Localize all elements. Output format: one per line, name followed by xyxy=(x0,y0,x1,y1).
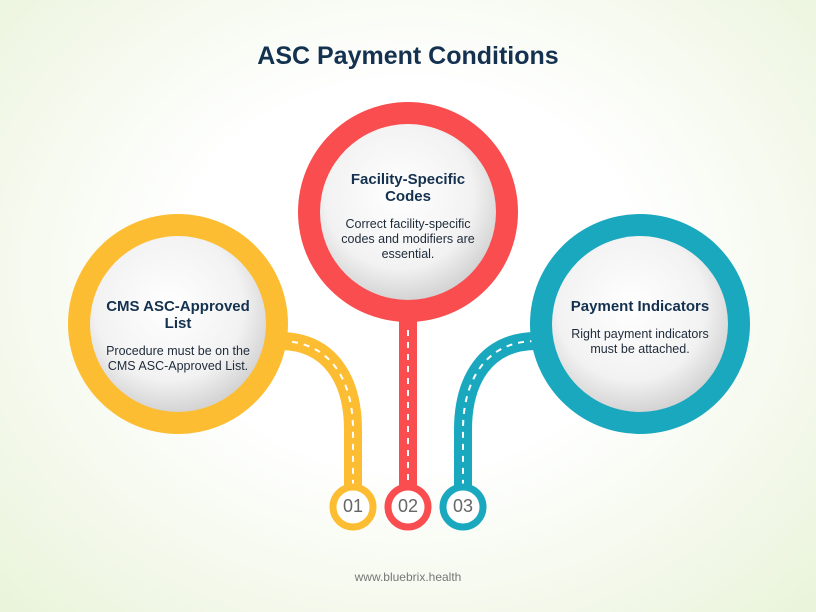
badge-01 xyxy=(329,483,377,531)
step-heading: Payment Indicators xyxy=(570,298,710,315)
connector-03 xyxy=(454,332,537,488)
step-heading: CMS ASC-Approved List xyxy=(106,298,250,332)
badge-02 xyxy=(384,483,432,531)
step-heading: Facility-Specific Codes xyxy=(350,171,466,205)
step-number-02: 02 xyxy=(397,496,419,516)
circle-02 xyxy=(298,102,518,322)
badge-03 xyxy=(439,483,487,531)
step-description: Correct facility-specific codes and modi… xyxy=(341,217,475,261)
step-03-text: Payment Indicators Right payment indicat… xyxy=(565,298,715,357)
step-description: Procedure must be on the CMS ASC-Approve… xyxy=(106,344,250,373)
step-number-01: 01 xyxy=(342,496,364,516)
footer-url: www.bluebrix.health xyxy=(354,570,462,584)
step-01-text: CMS ASC-Approved List Procedure must be … xyxy=(103,298,253,374)
circle-01 xyxy=(68,214,288,434)
circle-03 xyxy=(530,214,750,434)
step-description: Right payment indicators must be attache… xyxy=(571,327,709,356)
connector-01 xyxy=(279,332,362,488)
step-02-text: Facility-Specific Codes Correct facility… xyxy=(333,171,483,262)
page-title: ASC Payment Conditions xyxy=(257,42,559,70)
step-number-03: 03 xyxy=(452,496,474,516)
